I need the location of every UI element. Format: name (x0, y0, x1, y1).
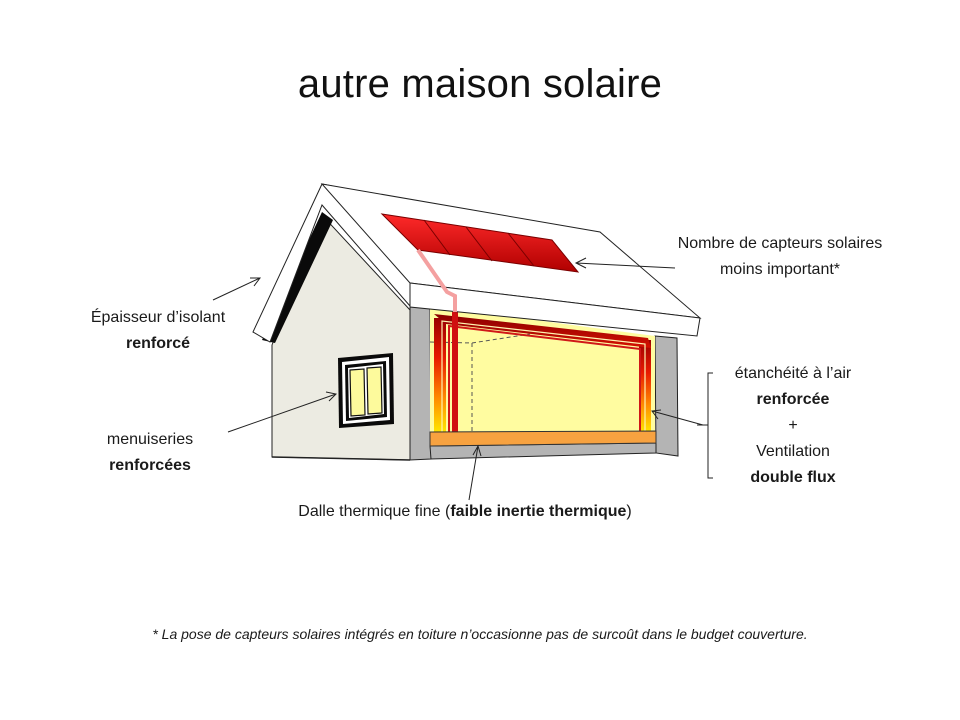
solar-panel (380, 213, 580, 312)
window (338, 353, 394, 428)
label-bold: faible inertie thermique (450, 503, 627, 520)
label-line-bold: renforcée (756, 391, 830, 408)
label-solar-collectors: Nombre de capteurs solaires moins import… (640, 231, 920, 283)
thermal-slab (429, 430, 657, 447)
label-line: menuiseries (106, 431, 194, 448)
label-line: étanchéité à l’air (734, 365, 852, 382)
label-plus: + (788, 417, 798, 434)
label-prefix: Dalle thermique fine ( (298, 503, 451, 520)
label-line: moins important* (719, 261, 841, 278)
heating-loop (434, 312, 651, 432)
wall-section (409, 305, 679, 461)
label-insulation: Épaisseur d’isolant renforcé (58, 305, 258, 357)
label-line: Nombre de capteurs solaires (677, 235, 883, 252)
slide-title: autre maison solaire (297, 62, 663, 106)
label-joinery: menuiseries renforcées (60, 427, 240, 479)
label-airtightness-ventilation: étanchéité à l’air renforcée + Ventilati… (708, 361, 878, 491)
label-line: Épaisseur d’isolant (90, 309, 226, 326)
footnote: * La pose de capteurs solaires intégrés … (152, 626, 808, 642)
label-line: Ventilation (756, 443, 830, 460)
arrows (212, 257, 713, 501)
label-line-bold: renforcées (109, 457, 191, 474)
label-suffix: ) (626, 503, 632, 520)
label-line-bold: renforcé (125, 335, 191, 352)
label-line-bold: double flux (750, 469, 836, 486)
label-thermal-slab: Dalle thermique fine (faible inertie the… (200, 499, 730, 525)
